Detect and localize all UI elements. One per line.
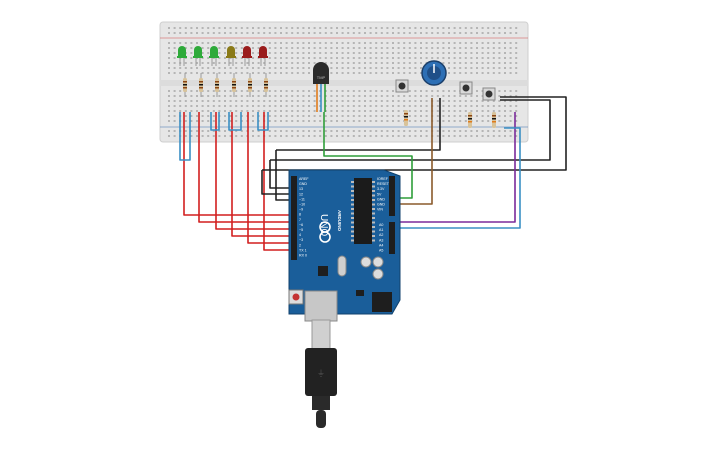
- power-pin-label: VIN: [377, 208, 383, 212]
- digital-pin-label: GND: [299, 182, 307, 186]
- analog-pin-label: A4: [379, 243, 383, 247]
- push-button-3[interactable]: [482, 87, 496, 101]
- led-resistors: [183, 73, 268, 97]
- board-label: UNO: [318, 214, 329, 236]
- led-5[interactable]: [242, 46, 252, 66]
- usb-port: [304, 290, 338, 322]
- led-2[interactable]: [193, 46, 203, 66]
- arduino-logo: [319, 221, 331, 243]
- power-pin-label: 5V: [377, 192, 382, 196]
- digital-pin-label: ~10: [299, 203, 305, 207]
- wires: [179, 96, 567, 251]
- microcontroller-chip: [354, 178, 372, 244]
- digital-pin-label: 8: [299, 213, 301, 217]
- arduino-board: UNO ARDUINO AREFGND1312~11~10~987~6~54~3…: [288, 169, 401, 322]
- digital-header: [291, 176, 297, 260]
- power-pin-label: GND: [377, 203, 385, 207]
- push-button-1[interactable]: [395, 79, 409, 93]
- analog-pin-label: A5: [379, 249, 383, 253]
- brand-label: ARDUINO: [337, 210, 342, 231]
- temperature-sensor[interactable]: TMP: [313, 62, 329, 112]
- led-3[interactable]: [209, 46, 219, 66]
- digital-pin-label: ~3: [299, 238, 303, 242]
- crystal: [337, 255, 347, 277]
- digital-pin-label: 13: [299, 187, 303, 191]
- led-6[interactable]: [258, 46, 268, 66]
- led-row: [177, 46, 268, 66]
- power-pin-label: IOREF: [377, 177, 389, 181]
- digital-pin-label: RX 0: [299, 254, 307, 258]
- resistor-5: [248, 73, 252, 97]
- resistor-3: [215, 73, 219, 97]
- resistor-4: [232, 73, 236, 97]
- digital-pin-label: TX 1: [299, 248, 307, 252]
- usb-cable: ⏚: [305, 319, 337, 428]
- digital-pin-label: 7: [299, 218, 301, 222]
- power-header: [389, 176, 395, 216]
- digital-pin-label: AREF: [299, 177, 309, 181]
- digital-pin-label: 2: [299, 243, 301, 247]
- button-resistors: [404, 110, 496, 128]
- push-button-2[interactable]: [459, 81, 473, 95]
- resistor-6: [264, 73, 268, 97]
- resistor-2: [199, 73, 203, 97]
- breadboard: [159, 21, 529, 143]
- digital-pin-label: ~11: [299, 197, 305, 201]
- power-jack: [372, 292, 392, 312]
- analog-pin-label: A3: [379, 238, 383, 242]
- digital-pin-label: 12: [299, 192, 303, 196]
- analog-pin-label: A1: [379, 228, 383, 232]
- digital-pin-label: ~6: [299, 223, 303, 227]
- power-pin-label: RESET: [377, 182, 390, 186]
- digital-pin-label: ~5: [299, 228, 303, 232]
- power-pin-label: 3.3V: [377, 187, 385, 191]
- analog-pin-label: A2: [379, 233, 383, 237]
- digital-pin-label: ~9: [299, 208, 303, 212]
- power-pin-label: GND: [377, 197, 385, 201]
- analog-header: [389, 222, 395, 254]
- resistor-1: [183, 73, 187, 97]
- sensor-label: TMP: [317, 75, 326, 80]
- analog-pin-label: A0: [379, 223, 383, 227]
- potentiometer[interactable]: [421, 60, 447, 86]
- led-1[interactable]: [177, 46, 187, 66]
- svg-text:⏚: ⏚: [317, 369, 325, 378]
- digital-pin-label: 4: [299, 233, 301, 237]
- led-4[interactable]: [226, 46, 236, 66]
